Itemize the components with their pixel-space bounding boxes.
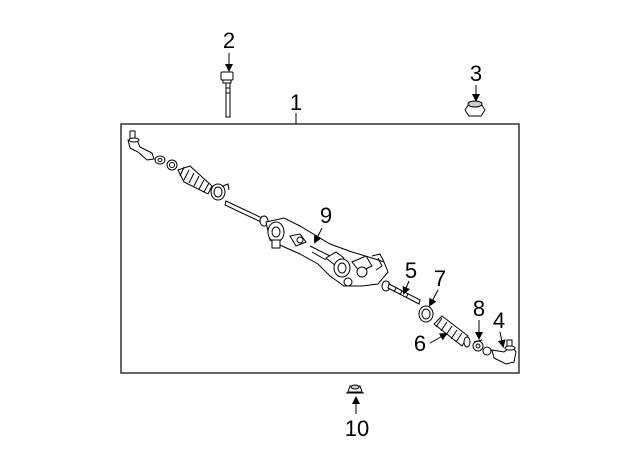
callout-9-arrow: [314, 227, 323, 244]
part-8-clamp: [472, 339, 484, 352]
part-5-inner-tie-rod: [381, 280, 421, 305]
callout-6: 6: [414, 331, 426, 356]
callout-7: 7: [434, 266, 446, 291]
callout-6-arrow: [429, 333, 448, 344]
left-tie-rod-end: [127, 130, 155, 161]
callout-3: 3: [470, 61, 482, 86]
left-inner-tie-rod: [224, 200, 269, 227]
callout-5: 5: [405, 258, 417, 283]
part-4-right-tie-rod-end: [482, 339, 517, 365]
callout-5-arrow: [402, 280, 410, 295]
callout-4: 4: [493, 308, 505, 333]
callout-4-arrow: [497, 331, 506, 348]
part-3-nut: [464, 100, 486, 117]
callout-1: 1: [290, 90, 302, 115]
part-6-right-boot: [433, 315, 471, 348]
part-7-boot-clamp: [418, 305, 434, 323]
left-boot: [177, 165, 213, 195]
callout-9: 9: [320, 203, 332, 228]
callout-10: 10: [345, 416, 369, 441]
callout-7-arrow: [429, 289, 439, 307]
part-9-rack-housing: [265, 217, 389, 287]
left-jam-nut: [154, 155, 166, 165]
part-2-bolt: [220, 71, 234, 118]
callout-2: 2: [223, 28, 235, 53]
left-boot-clamp: [210, 183, 230, 201]
left-clamp: [166, 159, 178, 171]
callout-8: 8: [473, 296, 485, 321]
part-10-grommet: [346, 384, 364, 394]
assembly-frame: [120, 123, 520, 374]
